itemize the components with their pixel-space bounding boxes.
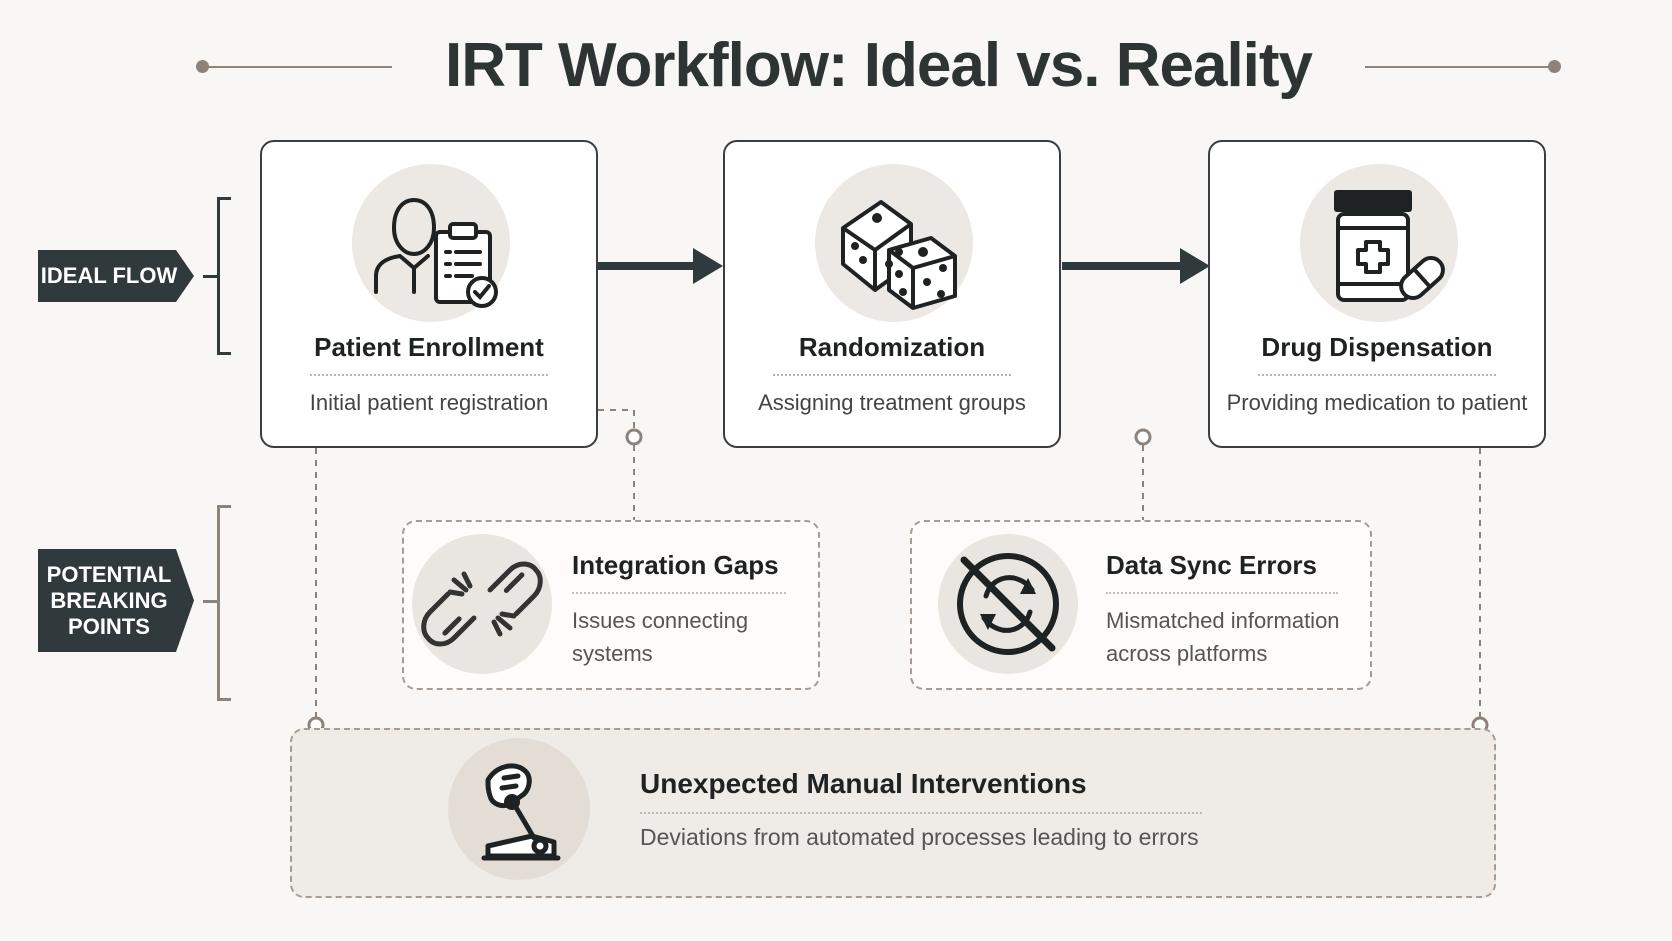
manual-interventions-title: Unexpected Manual Interventions [640, 768, 1087, 799]
step-divider [1258, 374, 1496, 376]
ideal-flow-bracket [217, 197, 231, 355]
breaking-label-line-3: POINTS [68, 613, 150, 639]
title-dot-right [1548, 60, 1561, 73]
breaking-label-line-1: POTENTIAL [46, 561, 172, 587]
flow-arrowhead-2 [1180, 248, 1210, 284]
step-divider [773, 374, 1011, 376]
dice-icon [815, 164, 973, 322]
title-rule-right [1365, 66, 1555, 68]
breaking-points-bracket [217, 505, 231, 701]
breaking-label-line-2: BREAKING [50, 587, 168, 613]
breaking-point-divider [1106, 592, 1338, 594]
title-dot-left [196, 60, 209, 73]
hand-lever-icon [448, 738, 590, 880]
breaking-points-tag: POTENTIAL BREAKING POINTS [38, 549, 194, 652]
ideal-bracket-tick [203, 275, 217, 278]
manual-interventions-description: Deviations from automated processes lead… [640, 824, 1199, 850]
flow-arrow-1 [598, 262, 693, 270]
step-description: Initial patient registration [309, 390, 549, 415]
ideal-flow-tag: IDEAL FLOW [38, 250, 194, 302]
ideal-flow-label: IDEAL FLOW [40, 263, 178, 288]
step-title: Patient Enrollment [314, 332, 544, 362]
breaking-point-title: Data Sync Errors [1106, 550, 1317, 580]
step-card-randomization: Randomization Assigning treatment groups [723, 140, 1061, 448]
flow-arrow-2 [1062, 262, 1182, 270]
step-card-patient-enrollment: Patient Enrollment Initial patient regis… [260, 140, 598, 448]
flow-arrowhead-1 [693, 248, 723, 284]
step-divider [310, 374, 548, 376]
manual-interventions-box: Unexpected Manual Interventions Deviatio… [290, 728, 1496, 898]
breaking-point-description: Mismatched information across platforms [1106, 608, 1340, 666]
medicine-bottle-icon [1300, 164, 1458, 322]
breaking-point-integration-gaps: Integration Gaps Issues connecting syste… [402, 520, 820, 690]
step-description: Assigning treatment groups [758, 390, 1026, 415]
breaking-point-data-sync-errors: Data Sync Errors Mismatched information … [910, 520, 1372, 690]
broken-link-icon [412, 534, 552, 674]
breaking-bracket-tick [203, 600, 217, 603]
step-title: Randomization [798, 332, 986, 362]
title-rule-left [202, 66, 392, 68]
no-sync-icon [938, 534, 1078, 674]
breaking-point-title: Integration Gaps [572, 550, 779, 580]
breaking-point-divider [572, 592, 786, 594]
manual-interventions-divider [640, 812, 1202, 814]
breaking-points-label: POTENTIAL BREAKING POINTS [47, 562, 172, 640]
patient-clipboard-icon [352, 164, 510, 322]
step-title: Drug Dispensation [1261, 332, 1493, 362]
title-bar: IRT Workflow: Ideal vs. Reality [0, 22, 1672, 112]
step-description: Providing medication to patient [1226, 390, 1528, 415]
breaking-point-description: Issues connecting systems [572, 608, 749, 666]
page-title: IRT Workflow: Ideal vs. Reality [444, 31, 1313, 100]
step-card-drug-dispensation: Drug Dispensation Providing medication t… [1208, 140, 1546, 448]
